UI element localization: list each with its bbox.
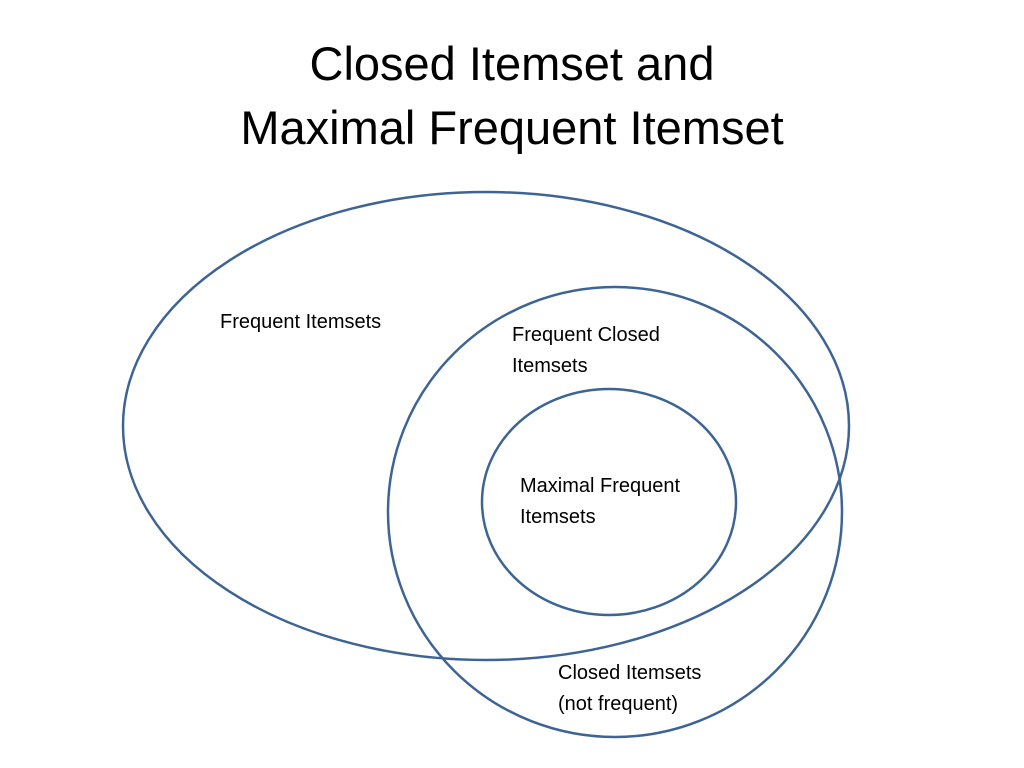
maximal-frequent-itemsets-label-line-1: Maximal Frequent xyxy=(520,475,681,497)
frequent-closed-itemsets-label-line-2: Itemsets xyxy=(512,355,588,377)
slide-title: Closed Itemset and Maximal Frequent Item… xyxy=(0,32,1024,160)
maximal-frequent-itemsets-circle xyxy=(480,387,738,617)
closed-itemsets-circle xyxy=(386,285,844,739)
closed-not-frequent-itemsets-label-line-2: (not frequent) xyxy=(558,693,679,715)
maximal-frequent-itemsets-label-line-2: Itemsets xyxy=(520,506,596,528)
maximal-frequent-itemsets-label: Maximal Frequent Itemsets xyxy=(520,471,680,533)
frequent-closed-itemsets-label-line-1: Frequent Closed xyxy=(512,324,660,346)
slide-title-line-2: Maximal Frequent Itemset xyxy=(240,101,784,154)
frequent-itemsets-label: Frequent Itemsets xyxy=(220,307,381,338)
closed-not-frequent-itemsets-label: Closed Itemsets (not frequent) xyxy=(558,658,701,720)
slide-title-line-1: Closed Itemset and xyxy=(309,37,715,90)
frequent-closed-itemsets-label: Frequent Closed Itemsets xyxy=(512,320,660,382)
closed-not-frequent-itemsets-label-line-1: Closed Itemsets xyxy=(558,662,702,684)
frequent-itemsets-ellipse xyxy=(121,190,851,662)
frequent-itemsets-label-text: Frequent Itemsets xyxy=(220,311,382,333)
